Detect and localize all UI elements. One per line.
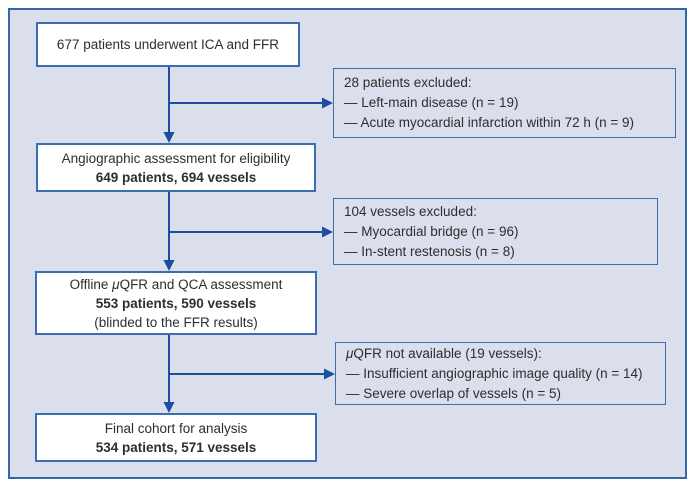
exclusion-item: — Severe overlap of vessels (n = 5) <box>346 385 561 401</box>
exclusion-item: — Left-main disease (n = 19) <box>344 95 519 110</box>
exclusion-item: — Insufficient angiographic image qualit… <box>346 365 643 381</box>
exclusion-item: — In-stent restenosis (n = 8) <box>344 243 515 259</box>
exclusion-item: — Acute myocardial infarction within 72 … <box>344 115 635 130</box>
flow-box-final-cohort: Final cohort for analysis 534 patients, … <box>35 413 317 462</box>
flow-box-counts: 553 patients, 590 vessels <box>95 295 257 311</box>
flow-box-line: Angiographic assessment for eligibility <box>61 150 291 166</box>
diagram-frame <box>8 8 687 479</box>
line-text: QFR and QCA assessment <box>119 276 283 292</box>
line-text: Offline <box>69 276 113 292</box>
mu-symbol: μ <box>112 276 120 292</box>
flow-box-line: Final cohort for analysis <box>104 420 248 436</box>
flow-box-offline-qfr-qca: Offline μQFR and QCA assessment 553 pati… <box>35 271 317 335</box>
exclusion-title: μQFR not available (19 vessels): <box>346 344 657 364</box>
flow-box-counts: 534 patients, 571 vessels <box>95 439 257 455</box>
flow-box-counts: 649 patients, 694 vessels <box>95 169 257 185</box>
title-text: QFR not available (19 vessels): <box>353 345 542 361</box>
exclusion-title: 104 vessels excluded: <box>344 203 477 219</box>
flow-box-angiographic-assessment: Angiographic assessment for eligibility … <box>36 143 316 192</box>
mu-symbol: μ <box>346 345 354 361</box>
flow-box-ica-ffr: 677 patients underwent ICA and FFR <box>36 22 300 67</box>
flow-box-line: 677 patients underwent ICA and FFR <box>56 37 280 52</box>
flow-box-note: (blinded to the FFR results) <box>94 314 258 330</box>
flow-box-line: Offline μQFR and QCA assessment <box>70 275 283 294</box>
exclusion-title: 28 patients excluded: <box>344 75 472 90</box>
exclusion-box-qfr-not-available: μQFR not available (19 vessels): — Insuf… <box>335 342 666 405</box>
exclusion-item: — Myocardial bridge (n = 96) <box>344 223 519 239</box>
exclusion-box-vessels-excluded: 104 vessels excluded: — Myocardial bridg… <box>333 198 658 265</box>
exclusion-box-patients-excluded: 28 patients excluded: — Left-main diseas… <box>333 68 676 138</box>
